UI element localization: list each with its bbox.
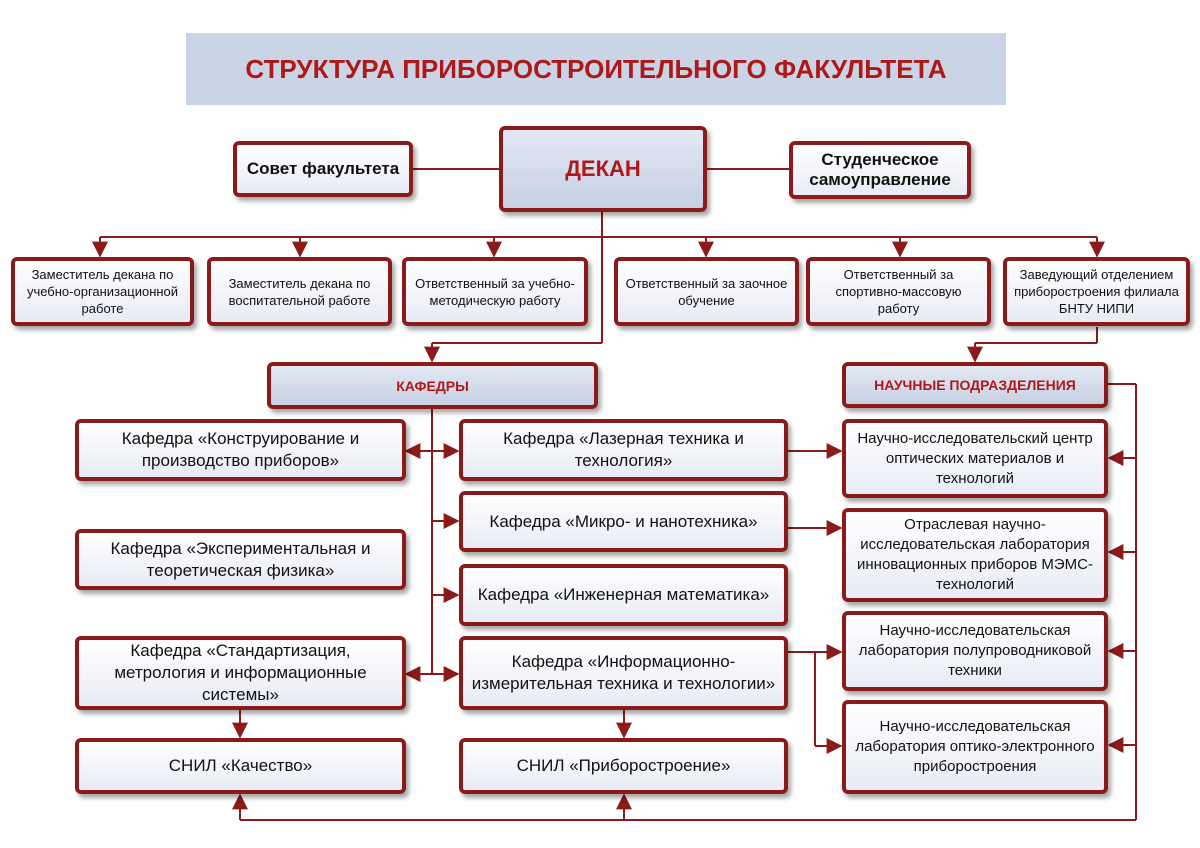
- deputy-box-sports: Ответственный за спортивно-массовую рабо…: [806, 257, 991, 326]
- deputy-box-upbringing: Заместитель декана по воспитательной раб…: [207, 257, 392, 326]
- departments-header: КАФЕДРЫ: [267, 362, 598, 409]
- department-box-physics: Кафедра «Экспериментальная и теоретическ…: [75, 529, 406, 590]
- deputy-box-methodical: Ответственный за учебно-методическую раб…: [402, 257, 588, 326]
- snil-box-instrument: СНИЛ «Приборостроение»: [459, 738, 788, 794]
- deputy-box-correspondence: Ответственный за заочное обучение: [614, 257, 799, 326]
- dean-box: ДЕКАН: [499, 126, 707, 212]
- department-box-laser: Кафедра «Лазерная техника и технология»: [459, 419, 788, 481]
- department-box-math: Кафедра «Инженерная математика»: [459, 564, 788, 626]
- research-box-optical-center: Научно-исследовательский центр оптически…: [842, 419, 1108, 498]
- deputy-box-org: Заместитель декана по учебно-организацио…: [11, 257, 194, 326]
- department-box-micro-nano: Кафедра «Микро- и нанотехника»: [459, 491, 788, 552]
- department-box-measurement: Кафедра «Информационно-измерительная тех…: [459, 636, 788, 710]
- research-box-mems-lab: Отраслевая научно-исследовательская лабо…: [842, 508, 1108, 602]
- deputy-box-branch: Заведующий отделением приборостроения фи…: [1003, 257, 1190, 326]
- research-box-semiconductor-lab: Научно-исследовательская лаборатория пол…: [842, 611, 1108, 691]
- page-title: СТРУКТУРА ПРИБОРОСТРОИТЕЛЬНОГО ФАКУЛЬТЕТ…: [186, 33, 1006, 105]
- council-box: Совет факультета: [233, 141, 413, 197]
- research-box-optoelectronic-lab: Научно-исследовательская лаборатория опт…: [842, 700, 1108, 794]
- research-header: НАУЧНЫЕ ПОДРАЗДЕЛЕНИЯ: [842, 362, 1108, 408]
- snil-box-quality: СНИЛ «Качество»: [75, 738, 406, 794]
- student-government-box: Студенческое самоуправление: [789, 141, 971, 199]
- department-box-design: Кафедра «Конструирование и производство …: [75, 419, 406, 481]
- department-box-standardization: Кафедра «Стандартизация, метрология и ин…: [75, 636, 406, 710]
